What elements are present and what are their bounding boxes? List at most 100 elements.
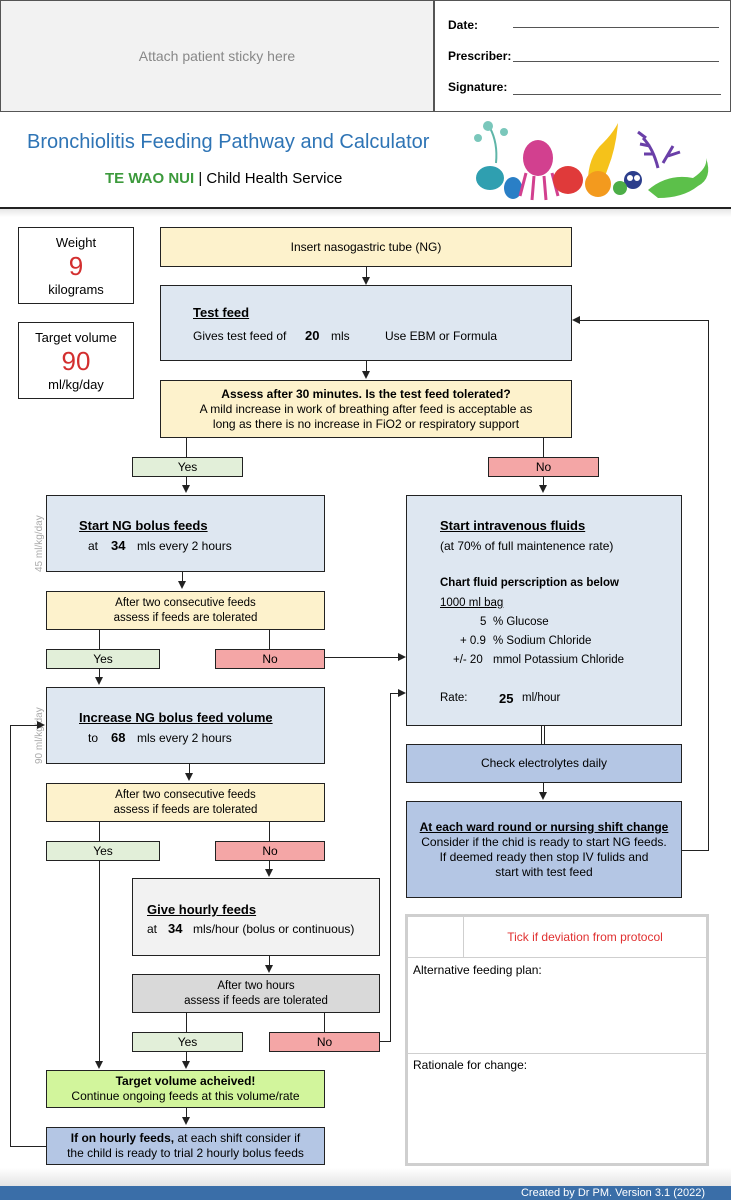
increase-title: Increase NG bolus feed volume bbox=[79, 710, 273, 725]
tick-deviation-cell: Tick if deviation from protocol bbox=[464, 917, 706, 958]
assess-line2: long as there is no increase in FiO2 or … bbox=[212, 416, 520, 431]
iv-fluids-box: Start intravenous fluids (at 70% of full… bbox=[406, 495, 682, 726]
weight-value: 9 bbox=[68, 250, 84, 281]
increase-pre: to bbox=[88, 731, 99, 745]
iv-title: Start intravenous fluids bbox=[440, 518, 586, 533]
consecutive-feeds-box-1: After two consecutive feeds assess if fe… bbox=[46, 591, 325, 630]
header-separator bbox=[0, 207, 731, 209]
consec-line1: After two consecutive feeds bbox=[115, 596, 256, 609]
target-value: 90 bbox=[61, 345, 91, 376]
ward-line1: Consider if the chid is ready to start N… bbox=[421, 834, 667, 849]
mascot-illustration bbox=[474, 121, 709, 201]
hourly-no: No bbox=[269, 1032, 380, 1052]
increase-yes: Yes bbox=[46, 841, 160, 861]
target-label: Target volume bbox=[35, 329, 117, 345]
hourly-consider-rest: at each shift consider if bbox=[177, 1131, 301, 1145]
iv-chart-title: Chart fluid perscription as below bbox=[440, 577, 619, 589]
ward-line2: If deemed ready then stop IV fulids and bbox=[439, 849, 649, 864]
check-electrolytes-box: Check electrolytes daily bbox=[406, 744, 682, 783]
test-feed-box: Test feed Gives test feed of 20 mls Use … bbox=[160, 285, 572, 361]
bolus-no: No bbox=[215, 649, 325, 669]
start-ng-bolus-box: Start NG bolus feeds at 34 mls every 2 h… bbox=[46, 495, 325, 572]
no-label: No bbox=[535, 459, 552, 474]
ward-round-box: At each ward round or nursing shift chan… bbox=[406, 801, 682, 898]
tick-checkbox[interactable] bbox=[408, 917, 464, 958]
consec-line2: assess if feeds are tolerated bbox=[113, 611, 258, 624]
rate-unit: ml/hour bbox=[522, 692, 561, 704]
content-shadow bbox=[0, 209, 731, 217]
target-achieved-box: Target volume acheived! Continue ongoing… bbox=[46, 1070, 325, 1108]
date-label: Date: bbox=[448, 18, 479, 32]
iv-subtitle: (at 70% of full maintenence rate) bbox=[440, 539, 614, 553]
test-feed-note: Use EBM or Formula bbox=[385, 329, 498, 343]
insert-ng-text: Insert nasogastric tube (NG) bbox=[290, 239, 442, 254]
yes-label: Yes bbox=[93, 843, 113, 858]
two-hours-assess-box: After two hours assess if feeds are tole… bbox=[132, 974, 380, 1013]
sodium-label: % Sodium Chloride bbox=[493, 635, 592, 647]
org-rest: Child Health Service bbox=[206, 170, 343, 187]
alt-plan-field[interactable]: Alternative feeding plan: bbox=[408, 958, 706, 1054]
footer-shadow bbox=[0, 1168, 731, 1186]
weight-box: Weight 9 kilograms bbox=[18, 227, 134, 304]
plant-purple-icon bbox=[637, 130, 681, 169]
glucose-label: % Glucose bbox=[493, 616, 549, 628]
iv-bag: 1000 ml bag bbox=[440, 597, 504, 609]
assess-line1: A mild increase in work of breathing aft… bbox=[199, 401, 533, 416]
prescription-fields: Date: Prescriber: Signature: bbox=[434, 0, 731, 112]
assess-title: Assess after 30 minutes. Is the test fee… bbox=[221, 386, 511, 401]
bolus-post: mls every 2 hours bbox=[137, 539, 232, 553]
hourly-feeds-box: Give hourly feeds at 34 mls/hour (bolus … bbox=[132, 878, 380, 956]
assess-box: Assess after 30 minutes. Is the test fee… bbox=[160, 380, 572, 438]
creature-orange-icon bbox=[585, 171, 611, 197]
potassium-label: mmol Potassium Chloride bbox=[493, 654, 625, 666]
deviation-panel: Tick if deviation from protocol Alternat… bbox=[405, 914, 709, 1166]
hourly-post: mls/hour (bolus or continuous) bbox=[193, 922, 355, 936]
sticky-text: Attach patient sticky here bbox=[138, 48, 296, 64]
prescriber-line[interactable] bbox=[513, 61, 719, 62]
bolus-pre: at bbox=[88, 539, 99, 553]
signature-label: Signature: bbox=[448, 80, 508, 94]
rate-value: 25 bbox=[499, 691, 514, 706]
page-title: Bronchiolitis Feeding Pathway and Calcul… bbox=[27, 131, 430, 153]
test-feed-no: No bbox=[488, 457, 599, 477]
footer-text: Created by Dr PM. Version 3.1 (2022) bbox=[520, 1187, 705, 1199]
target-achieved-title: Target volume acheived! bbox=[115, 1074, 256, 1088]
test-feed-unit: mls bbox=[331, 329, 350, 343]
ward-title: At each ward round or nursing shift chan… bbox=[419, 819, 669, 834]
creature-blue-icon bbox=[504, 177, 522, 199]
creature-green-icon bbox=[648, 158, 709, 198]
increase-no: No bbox=[215, 841, 325, 861]
consec-line1: After two consecutive feeds bbox=[115, 788, 256, 801]
org-sep: | bbox=[198, 170, 203, 187]
hourly-consider-line2: the child is ready to trial 2 hourly bol… bbox=[67, 1146, 304, 1160]
yes-label: Yes bbox=[93, 651, 113, 666]
hourly-pre: at bbox=[147, 922, 158, 936]
hourly-consider-bold: If on hourly feeds, bbox=[70, 1131, 175, 1145]
insert-ng-box: Insert nasogastric tube (NG) bbox=[160, 227, 572, 267]
test-feed-value: 20 bbox=[305, 328, 320, 343]
creature-red-icon bbox=[553, 166, 583, 194]
creature-teal-icon bbox=[476, 166, 504, 190]
no-label: No bbox=[262, 651, 278, 666]
rationale-field[interactable]: Rationale for change: bbox=[408, 1054, 706, 1163]
hourly-title: Give hourly feeds bbox=[147, 902, 257, 917]
prescriber-label: Prescriber: bbox=[448, 49, 512, 63]
twohours-line2: assess if feeds are tolerated bbox=[184, 994, 328, 1007]
side-label-90: 90 ml/kg/day bbox=[34, 707, 45, 764]
increase-ng-bolus-box: Increase NG bolus feed volume to 68 mls … bbox=[46, 687, 325, 764]
target-volume-box: Target volume 90 ml/kg/day bbox=[18, 322, 134, 399]
plant-left-icon bbox=[474, 121, 508, 164]
alt-plan-label: Alternative feeding plan: bbox=[413, 963, 542, 977]
no-label: No bbox=[316, 1034, 333, 1049]
test-feed-pre: Gives test feed of bbox=[193, 329, 287, 343]
patient-sticky-area: Attach patient sticky here bbox=[0, 0, 434, 112]
footer-bar: Created by Dr PM. Version 3.1 (2022) bbox=[0, 1186, 731, 1200]
org-line: TE WAO NUI | Child Health Service bbox=[105, 170, 342, 187]
signature-line[interactable] bbox=[513, 94, 721, 95]
hourly-consider-box: If on hourly feeds, at each shift consid… bbox=[46, 1127, 325, 1165]
hourly-value: 34 bbox=[168, 921, 183, 936]
date-line[interactable] bbox=[513, 27, 719, 28]
rationale-label: Rationale for change: bbox=[413, 1058, 528, 1072]
yes-label: Yes bbox=[177, 1034, 198, 1049]
test-feed-title: Test feed bbox=[193, 305, 250, 320]
